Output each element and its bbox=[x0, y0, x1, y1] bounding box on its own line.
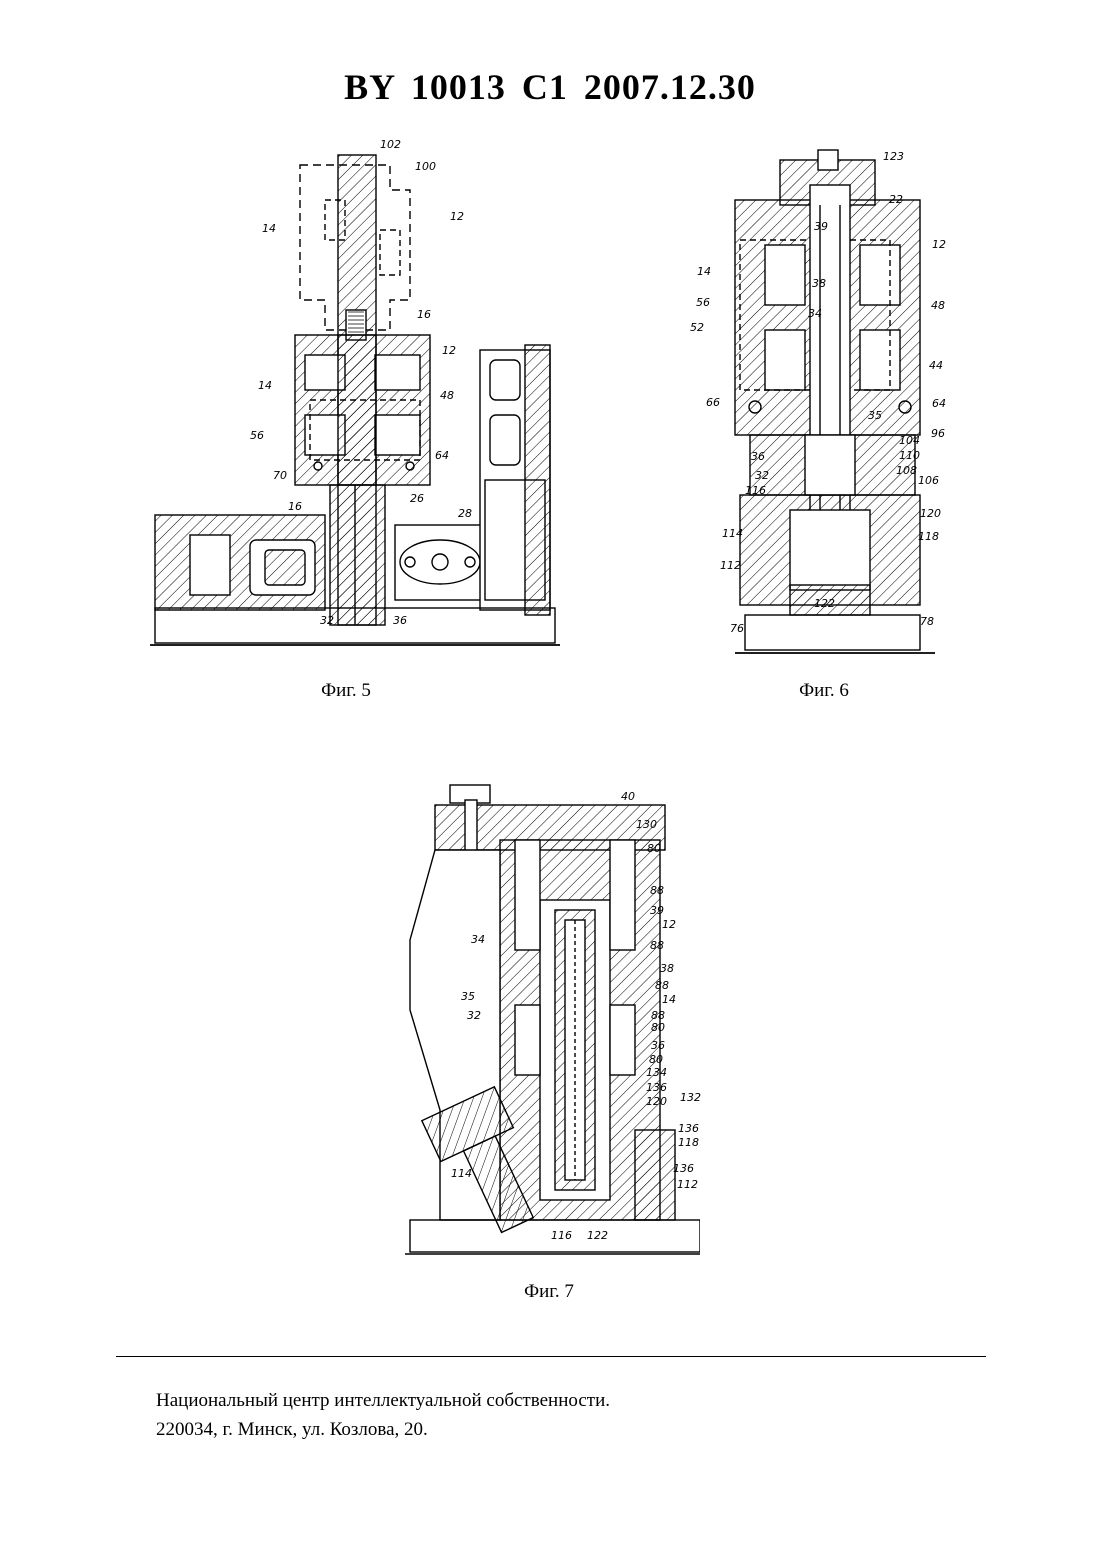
fig7-label: 134 bbox=[646, 1066, 667, 1079]
fig5-label: 102 bbox=[380, 138, 401, 151]
fig6-label: 64 bbox=[932, 397, 946, 410]
fig6-label: 34 bbox=[808, 307, 822, 320]
fig6-label: 52 bbox=[690, 321, 704, 334]
fig6-label: 32 bbox=[755, 469, 769, 482]
fig7-label: 112 bbox=[677, 1178, 698, 1191]
figure-6-caption: Фиг. 6 bbox=[774, 680, 874, 702]
fig7-label: 38 bbox=[660, 962, 674, 975]
footer-organization: Национальный центр интеллектуальной собс… bbox=[156, 1386, 610, 1415]
footer: Национальный центр интеллектуальной собс… bbox=[156, 1386, 610, 1444]
fig6-label: 36 bbox=[751, 450, 765, 463]
fig7-label: 120 bbox=[646, 1095, 667, 1108]
fig5-label: 70 bbox=[273, 469, 287, 482]
fig5-label: 14 bbox=[258, 379, 272, 392]
fig6-label: 12 bbox=[932, 238, 946, 251]
fig5-label: 26 bbox=[410, 492, 424, 505]
fig5-label: 48 bbox=[440, 389, 454, 402]
fig7-label: 88 bbox=[655, 979, 669, 992]
fig5-label: 28 bbox=[458, 507, 472, 520]
fig6-label: 76 bbox=[730, 622, 744, 635]
fig7-label: 12 bbox=[662, 918, 676, 931]
fig6-label: 114 bbox=[722, 527, 743, 540]
fig6-label: 66 bbox=[706, 396, 720, 409]
fig6-label: 96 bbox=[931, 427, 945, 440]
fig6-label: 110 bbox=[899, 449, 920, 462]
fig7-label: 136 bbox=[673, 1162, 694, 1175]
fig6-label: 14 bbox=[697, 265, 711, 278]
fig7-label: 40 bbox=[621, 790, 635, 803]
footer-address: 220034, г. Минск, ул. Козлова, 20. bbox=[156, 1415, 610, 1444]
fig6-label: 44 bbox=[929, 359, 943, 372]
fig7-label: 14 bbox=[662, 993, 676, 1006]
footer-divider bbox=[116, 1356, 986, 1357]
fig7-label: 39 bbox=[650, 904, 664, 917]
fig5-label: 12 bbox=[450, 210, 464, 223]
fig6-label: 120 bbox=[920, 507, 941, 520]
document-header: BY 10013 C1 2007.12.30 bbox=[0, 66, 1100, 108]
fig5-label: 36 bbox=[393, 614, 407, 627]
fig7-label: 80 bbox=[647, 842, 661, 855]
figure-5-drawing bbox=[150, 130, 570, 660]
fig6-label: 22 bbox=[889, 193, 903, 206]
fig5-label: 32 bbox=[320, 614, 334, 627]
fig6-label: 38 bbox=[812, 277, 826, 290]
fig6-label: 123 bbox=[883, 150, 904, 163]
fig7-label: 132 bbox=[680, 1091, 701, 1104]
fig7-label: 80 bbox=[649, 1053, 663, 1066]
fig6-label: 78 bbox=[920, 615, 934, 628]
fig5-label: 16 bbox=[417, 308, 431, 321]
fig7-label: 32 bbox=[467, 1009, 481, 1022]
fig7-label: 116 bbox=[551, 1229, 572, 1242]
fig6-label: 48 bbox=[931, 299, 945, 312]
fig5-label: 100 bbox=[415, 160, 436, 173]
fig7-label: 136 bbox=[678, 1122, 699, 1135]
fig5-label: 12 bbox=[442, 344, 456, 357]
figure-7-caption: Фиг. 7 bbox=[499, 1281, 599, 1303]
fig7-label: 118 bbox=[678, 1136, 699, 1149]
fig7-label: 36 bbox=[651, 1039, 665, 1052]
fig6-label: 118 bbox=[918, 530, 939, 543]
fig7-label: 130 bbox=[636, 818, 657, 831]
fig6-label: 122 bbox=[814, 597, 835, 610]
fig7-label: 136 bbox=[646, 1081, 667, 1094]
fig7-label: 35 bbox=[461, 990, 475, 1003]
fig6-label: 104 bbox=[899, 434, 920, 447]
fig6-label: 39 bbox=[814, 220, 828, 233]
fig7-label: 122 bbox=[587, 1229, 608, 1242]
fig7-label: 88 bbox=[650, 939, 664, 952]
figure-6-drawing bbox=[720, 145, 950, 660]
fig5-label: 56 bbox=[250, 429, 264, 442]
fig5-label: 64 bbox=[435, 449, 449, 462]
fig7-label: 80 bbox=[651, 1021, 665, 1034]
fig7-label: 88 bbox=[650, 884, 664, 897]
fig5-label: 14 bbox=[262, 222, 276, 235]
fig6-label: 108 bbox=[896, 464, 917, 477]
figure-5-caption: Фиг. 5 bbox=[296, 680, 396, 702]
fig6-label: 56 bbox=[696, 296, 710, 309]
fig7-label: 114 bbox=[451, 1167, 472, 1180]
fig6-label: 35 bbox=[868, 409, 882, 422]
fig6-label: 116 bbox=[745, 484, 766, 497]
fig6-label: 106 bbox=[918, 474, 939, 487]
fig5-label: 16 bbox=[288, 500, 302, 513]
fig6-label: 112 bbox=[720, 559, 741, 572]
fig7-label: 34 bbox=[471, 933, 485, 946]
